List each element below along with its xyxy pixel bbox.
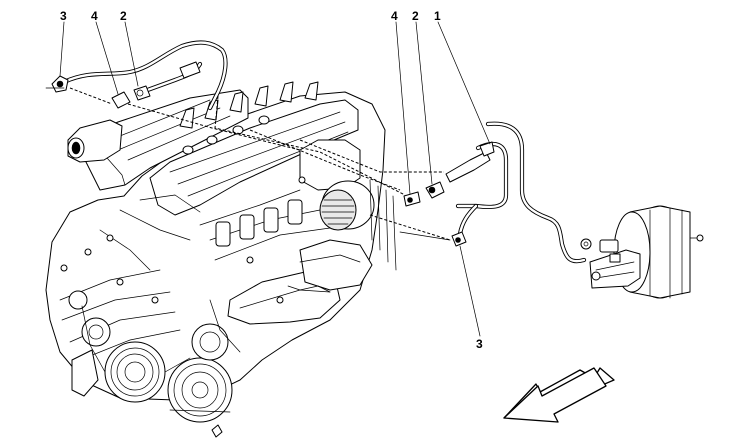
vacuum-hose-icon [455, 121, 587, 264]
brake-servo-icon [580, 205, 704, 299]
dashed-leader-lines [69, 87, 451, 241]
callout-2-right: 2 [412, 9, 419, 23]
injector-icon [215, 199, 303, 247]
callout-leaders [59, 21, 491, 337]
callout-1-right: 1 [434, 9, 441, 23]
check-valve-icon [403, 141, 495, 207]
callout-3-bottom: 3 [476, 337, 483, 351]
air-filter-icon [319, 180, 375, 231]
hose-clamp-icon [451, 231, 467, 247]
top-fittings-icon [51, 61, 201, 109]
callout-4-top: 4 [91, 9, 98, 23]
callout-4-right: 4 [391, 9, 398, 23]
engine-assembly-icon [45, 81, 397, 438]
direction-arrow-icon [503, 367, 615, 423]
callout-3-top: 3 [60, 9, 67, 23]
pulley-icon [68, 290, 233, 423]
callout-2-top: 2 [120, 9, 127, 23]
